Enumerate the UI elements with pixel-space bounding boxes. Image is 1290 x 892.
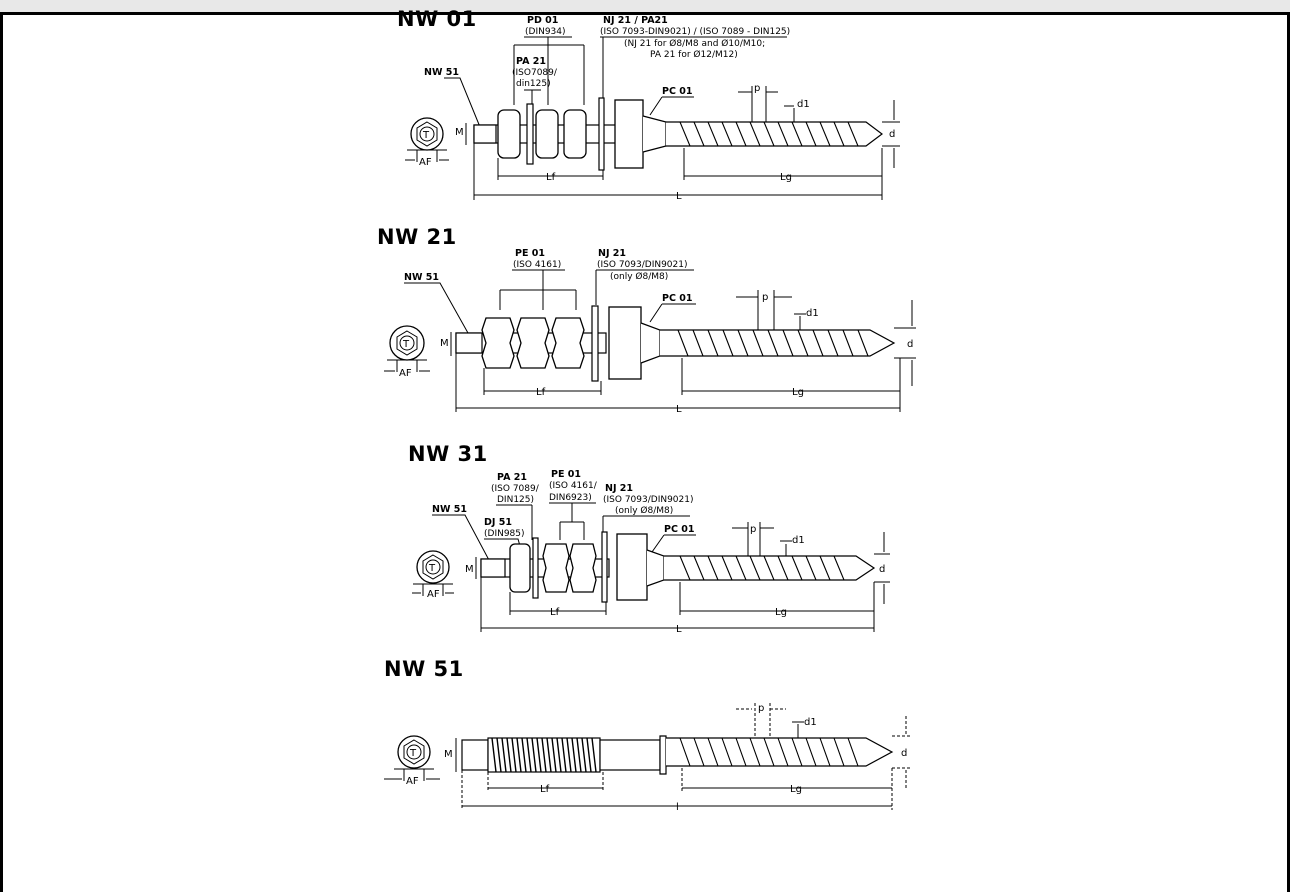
label-T: T <box>428 563 436 574</box>
label-nj21: NJ 21 <box>605 483 633 494</box>
label-pc01: PC 01 <box>664 524 694 535</box>
diagram-title: NW 31 <box>408 442 488 466</box>
label-Lf: Lf <box>536 387 546 398</box>
label-L: L <box>676 404 682 415</box>
label-L: L <box>676 624 682 635</box>
diagram-nw51: NW 51 T AF M p d1 d Lf Lg l <box>384 657 912 813</box>
label-pe01: PE 01 <box>515 248 545 259</box>
window-right-border <box>1287 15 1290 892</box>
label-pc01: PC 01 <box>662 293 692 304</box>
label-pa21-std2: din125) <box>516 79 551 89</box>
window-left-border <box>0 15 3 892</box>
label-p: p <box>762 292 768 303</box>
label-AF: AF <box>427 589 440 600</box>
label-nj21-std: (ISO 7093/DIN9021) <box>597 260 688 270</box>
label-pe01-std: (ISO 4161) <box>513 260 561 270</box>
label-M: M <box>444 749 453 760</box>
label-d1: d1 <box>792 535 805 546</box>
diagram-nw31: NW 31 PA 21 (ISO 7089/ DIN125) PE 01 (IS… <box>408 442 890 635</box>
label-Lf: Lf <box>540 784 550 795</box>
label-d: d <box>889 129 895 140</box>
label-d: d <box>907 339 913 350</box>
label-nj21-std: (ISO 7093/DIN9021) <box>603 495 694 505</box>
window-top-bar <box>0 0 1290 15</box>
diagram-title: NW 01 <box>397 7 477 31</box>
label-p: p <box>754 83 760 94</box>
label-T: T <box>422 130 430 141</box>
label-M: M <box>465 564 474 575</box>
label-nj21pa21: NJ 21 / PA21 <box>603 15 668 26</box>
label-dj51-std: (DIN985) <box>484 529 525 539</box>
label-L: L <box>676 191 682 202</box>
label-nj21-note: (only Ø8/M8) <box>615 505 673 516</box>
label-pe01: PE 01 <box>551 469 581 480</box>
label-pa21-std1: (ISO 7089/ <box>491 484 540 494</box>
label-pe01-std2: DIN6923) <box>549 493 592 503</box>
label-pa21: PA 21 <box>497 472 527 483</box>
label-T: T <box>409 748 417 759</box>
label-nw51: NW 51 <box>404 272 439 283</box>
diagram-title: NW 21 <box>377 225 457 249</box>
diagram-title: NW 51 <box>384 657 464 681</box>
label-pe01-std1: (ISO 4161/ <box>549 481 598 491</box>
label-p: p <box>750 524 756 535</box>
label-pa21-std1: (ISO7089/ <box>512 68 558 78</box>
label-nw51: NW 51 <box>432 504 467 515</box>
label-nw51: NW 51 <box>424 67 459 78</box>
label-T: T <box>402 339 410 350</box>
label-d1: d1 <box>804 717 817 728</box>
label-AF: AF <box>419 157 432 168</box>
label-AF: AF <box>406 776 419 787</box>
label-AF: AF <box>399 368 412 379</box>
label-pa21-std2: DIN125) <box>497 495 534 505</box>
label-Lg: Lg <box>775 607 787 618</box>
label-dj51: DJ 51 <box>484 517 512 528</box>
label-pc01: PC 01 <box>662 86 692 97</box>
label-pd01-std: (DIN934) <box>525 27 566 37</box>
label-nj21-note: (only Ø8/M8) <box>610 271 668 282</box>
label-pd01: PD 01 <box>527 15 558 26</box>
label-Lg: Lg <box>780 172 792 183</box>
label-d: d <box>901 748 907 759</box>
label-nj21pa21-std: (ISO 7093-DIN9021) / (ISO 7089 - DIN125) <box>600 27 790 37</box>
label-M: M <box>440 338 449 349</box>
label-Lf: Lf <box>546 172 556 183</box>
label-Lg: Lg <box>792 387 804 398</box>
label-d1: d1 <box>806 308 819 319</box>
label-nj21: NJ 21 <box>598 248 626 259</box>
label-pa21: PA 21 <box>516 56 546 67</box>
label-p: p <box>758 703 764 714</box>
label-nj21pa21-note2: PA 21 for Ø12/M12) <box>650 49 738 60</box>
label-M: M <box>455 127 464 138</box>
label-Lg: Lg <box>790 784 802 795</box>
label-d: d <box>879 564 885 575</box>
label-d1: d1 <box>797 99 810 110</box>
label-Lf: Lf <box>550 607 560 618</box>
diagram-nw01: NW 01 PD 01 (DIN934) PA 21 (ISO7089/ din… <box>397 7 900 202</box>
label-l: l <box>676 802 679 813</box>
diagram-nw21: NW 21 PE 01 (ISO 4161) NJ 21 (ISO 7093/D… <box>377 225 916 415</box>
label-nj21pa21-note1: (NJ 21 for Ø8/M8 and Ø10/M10; <box>624 38 765 49</box>
